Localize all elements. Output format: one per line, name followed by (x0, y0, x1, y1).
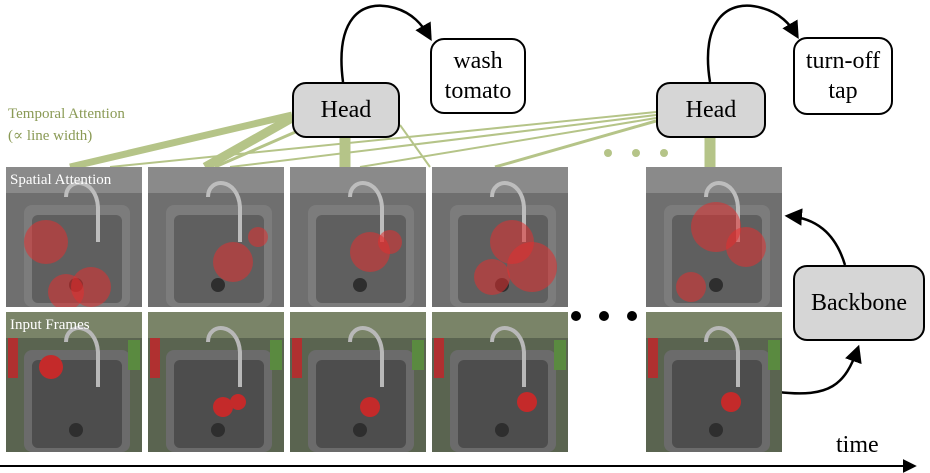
action-box-turn-off-tap: turn-off tap (793, 37, 893, 115)
head-label-2: Head (685, 96, 737, 123)
time-label: time (836, 432, 879, 458)
spatial-attention-frame-2 (148, 167, 284, 307)
action-box-wash-tomato: wash tomato (430, 38, 526, 114)
action-label-2: turn-off tap (805, 48, 881, 104)
temporal-attention-lines-head-1 (69, 111, 431, 171)
temporal-attention-title: Temporal Attention (8, 106, 125, 122)
temporal-ellipsis-dots (604, 149, 668, 157)
backbone-to-attention-arrow (784, 208, 847, 266)
input-frame-5 (646, 312, 782, 452)
temporal-attention-label: Temporal Attention (∝ line width) (8, 103, 125, 147)
head-label-1: Head (320, 96, 372, 123)
spatial-attention-frame-4 (432, 167, 568, 307)
spatial-attention-frame-3 (290, 167, 426, 307)
backbone-label: Backbone (811, 289, 907, 316)
input-to-backbone-arrow (777, 344, 862, 395)
head-box-2: Head (656, 82, 766, 138)
spatial-attention-frame-1 (6, 167, 142, 307)
temporal-attention-note: (∝ line width) (8, 128, 93, 144)
action-label-1: wash tomato (444, 48, 512, 104)
head-1-to-action-arrow (340, 4, 432, 83)
backbone-box: Backbone (793, 265, 925, 341)
head-2-to-action-arrow (706, 4, 799, 83)
input-frames-label: Input Frames (10, 317, 90, 333)
spatial-attention-frame-5 (646, 167, 782, 307)
head-box-1: Head (292, 82, 400, 138)
input-frame-1 (6, 312, 142, 452)
input-frame-4 (432, 312, 568, 452)
frame-ellipsis-dots (571, 311, 637, 321)
input-frame-2 (148, 312, 284, 452)
spatial-attention-label: Spatial Attention (10, 172, 112, 188)
temporal-attention-lines-head-2 (109, 111, 716, 169)
input-frame-3 (290, 312, 426, 452)
